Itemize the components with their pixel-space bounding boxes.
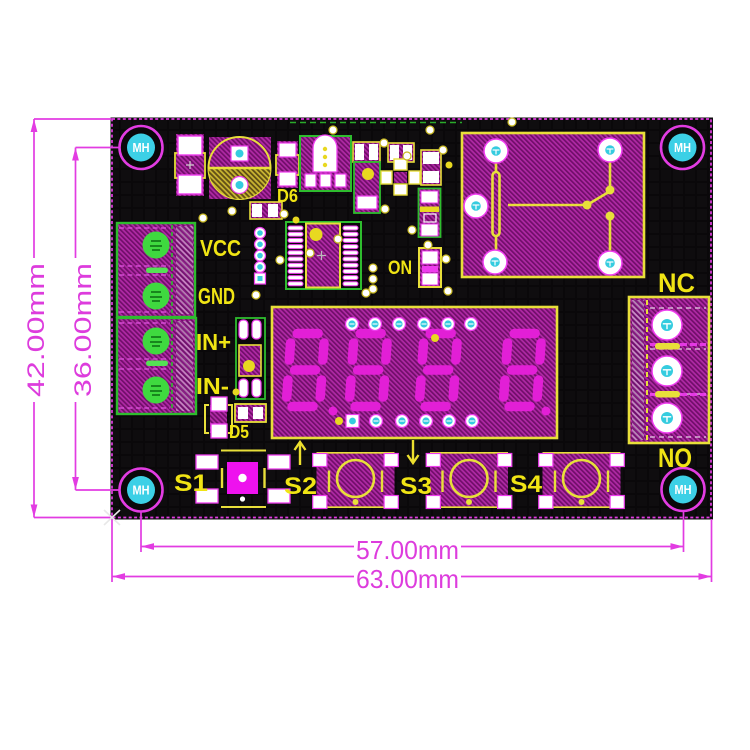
svg-text:MH: MH <box>133 140 150 155</box>
svg-text:D6: D6 <box>277 186 298 206</box>
svg-text:VCC: VCC <box>200 235 241 261</box>
svg-text:D5: D5 <box>229 422 249 442</box>
svg-text:42.00mm: 42.00mm <box>23 263 50 397</box>
svg-text:MH: MH <box>674 140 691 155</box>
svg-text:IN-: IN- <box>196 373 229 399</box>
svg-text:NO: NO <box>658 443 692 473</box>
svg-text:S3: S3 <box>400 473 432 500</box>
svg-text:NC: NC <box>658 268 695 298</box>
svg-text:63.00mm: 63.00mm <box>356 564 459 594</box>
svg-text:MH: MH <box>675 482 692 497</box>
svg-text:S1: S1 <box>174 470 208 497</box>
svg-text:IN+: IN+ <box>196 329 231 355</box>
svg-text:57.00mm: 57.00mm <box>356 535 459 565</box>
svg-text:S2: S2 <box>284 473 317 500</box>
svg-text:GND: GND <box>198 283 235 309</box>
svg-text:MH: MH <box>133 483 150 498</box>
svg-text:36.00mm: 36.00mm <box>70 263 97 397</box>
svg-text:S4: S4 <box>510 471 543 498</box>
svg-text:ON: ON <box>388 258 412 279</box>
